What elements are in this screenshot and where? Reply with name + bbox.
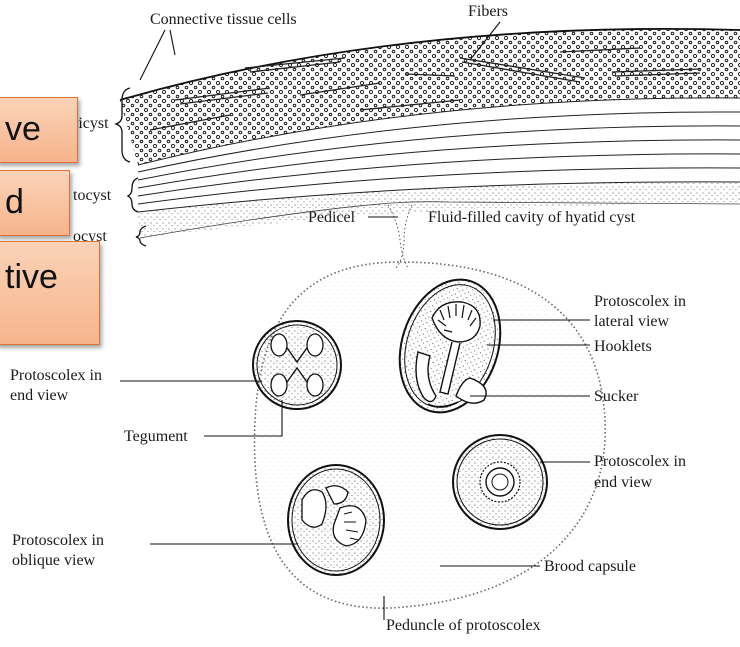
protoscolex-end-left (253, 321, 341, 409)
label-protoscolex-end-right-2: end view (594, 474, 653, 491)
label-protoscolex-lateral-2: lateral view (594, 313, 670, 330)
label-ectocyst: tocyst (73, 187, 112, 204)
label-protoscolex-oblique-1: Protoscolex in (12, 532, 104, 549)
label-protoscolex-oblique-2: oblique view (12, 552, 96, 569)
label-hooklets: Hooklets (594, 338, 652, 355)
overlay-box-3: tive (0, 241, 100, 345)
label-protoscolex-end-right-1: Protoscolex in (594, 453, 686, 470)
overlay-box-1: ve (0, 97, 78, 163)
overlay-box-2: d (0, 170, 70, 236)
label-peduncle-of-protoscolex: Peduncle of protoscolex (386, 617, 541, 634)
label-protoscolex-end-left-1: Protoscolex in (10, 367, 102, 384)
label-fibers: Fibers (468, 3, 508, 20)
label-tegument: Tegument (124, 428, 188, 445)
protoscolex-end-right (453, 435, 547, 529)
overlay-box-1-text: ve (5, 110, 41, 148)
label-protoscolex-end-left-2: end view (10, 387, 69, 404)
label-pedicel: Pedicel (308, 209, 356, 226)
label-sucker: Sucker (594, 388, 639, 405)
protoscolex-oblique (288, 465, 384, 575)
label-pericyst: ricyst (73, 115, 109, 132)
overlay-box-2-text: d (5, 183, 24, 221)
pericyst-layer (120, 29, 740, 165)
overlay-box-3-text: tive (5, 258, 58, 296)
label-protoscolex-lateral-1: Protoscolex in (594, 293, 686, 310)
label-fluid-filled-cavity: Fluid-filled cavity of hyatid cyst (428, 209, 636, 226)
label-brood-capsule: Brood capsule (544, 558, 636, 575)
label-connective-tissue-cells: Connective tissue cells (150, 11, 297, 28)
